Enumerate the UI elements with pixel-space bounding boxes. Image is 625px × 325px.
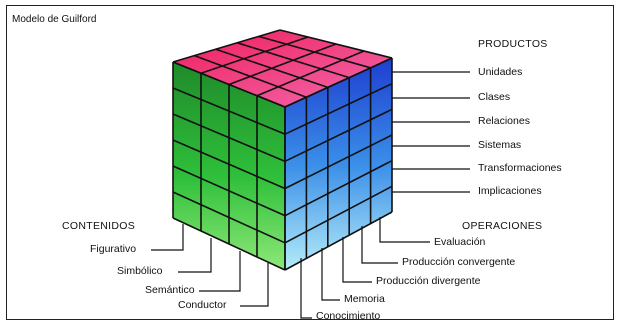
producto-label-unidades: Unidades <box>478 66 523 78</box>
operacion-label-produccion-convergente: Producción convergente <box>402 256 516 268</box>
cube-grid <box>172 29 393 271</box>
leader-lines <box>151 71 470 319</box>
operacion-label-conocimiento: Conocimiento <box>316 310 381 322</box>
cube-top-face <box>173 30 392 107</box>
producto-label-transformaciones: Transformaciones <box>478 162 562 174</box>
producto-label-clases: Clases <box>478 91 511 103</box>
figure-title: Modelo de Guilford <box>12 14 97 25</box>
operacion-label-produccion-divergente: Producción divergente <box>376 275 481 287</box>
contenidos-header: CONTENIDOS <box>62 220 136 232</box>
producto-label-implicaciones: Implicaciones <box>478 185 542 197</box>
contenido-label-figurativo: Figurativo <box>90 243 137 255</box>
producto-label-sistemas: Sistemas <box>478 139 522 151</box>
productos-header: PRODUCTOS <box>478 38 548 50</box>
operaciones-header: OPERACIONES <box>462 220 543 232</box>
contenido-label-conductor: Conductor <box>178 299 227 311</box>
operacion-label-evaluacion: Evaluación <box>434 236 486 248</box>
producto-label-relaciones: Relaciones <box>478 115 530 127</box>
operacion-label-memoria: Memoria <box>344 293 385 305</box>
contenido-label-semantico: Semántico <box>145 284 195 296</box>
contenido-label-simbolico: Simbólico <box>117 265 163 277</box>
cube-side-face <box>285 58 392 270</box>
